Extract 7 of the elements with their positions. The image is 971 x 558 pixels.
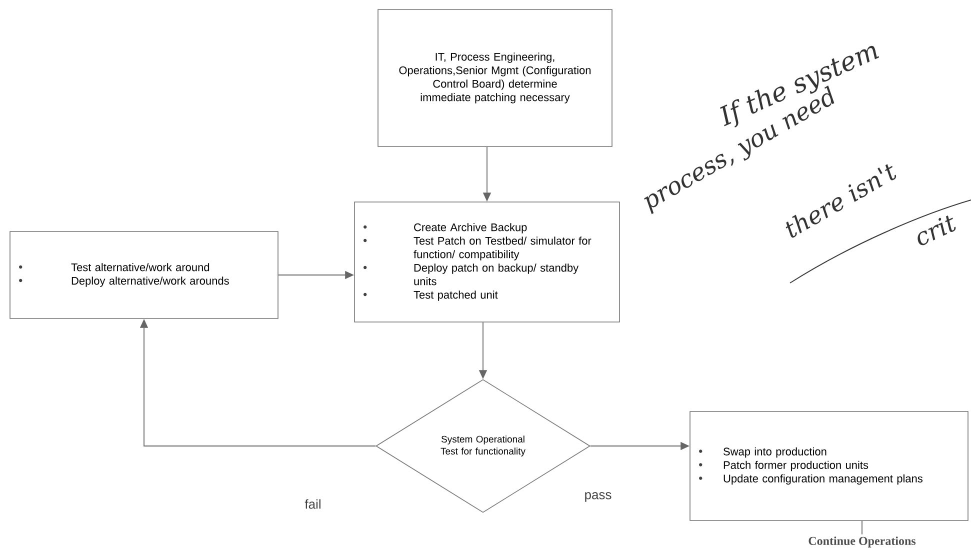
process-box: Swap into production Patch former production units Update configuration management plans	[690, 411, 968, 521]
handwritten-note: crit	[918, 216, 956, 246]
process-box: IT, Process Engineering, Operations,Senior Mgmt (Configuration Control Board) determine immediate patching necessary	[378, 9, 612, 147]
end-text: Continue Operations	[808, 536, 916, 548]
edge-label: fail	[304, 498, 322, 510]
process-box: Test alternative/work around Deploy alternative/work arounds	[10, 231, 278, 319]
process-box: Create Archive Backup Test Patch on Testbed/ simulator for function/ compatibility Deploy patch on backup/ standby units Test patched unit	[354, 202, 620, 322]
